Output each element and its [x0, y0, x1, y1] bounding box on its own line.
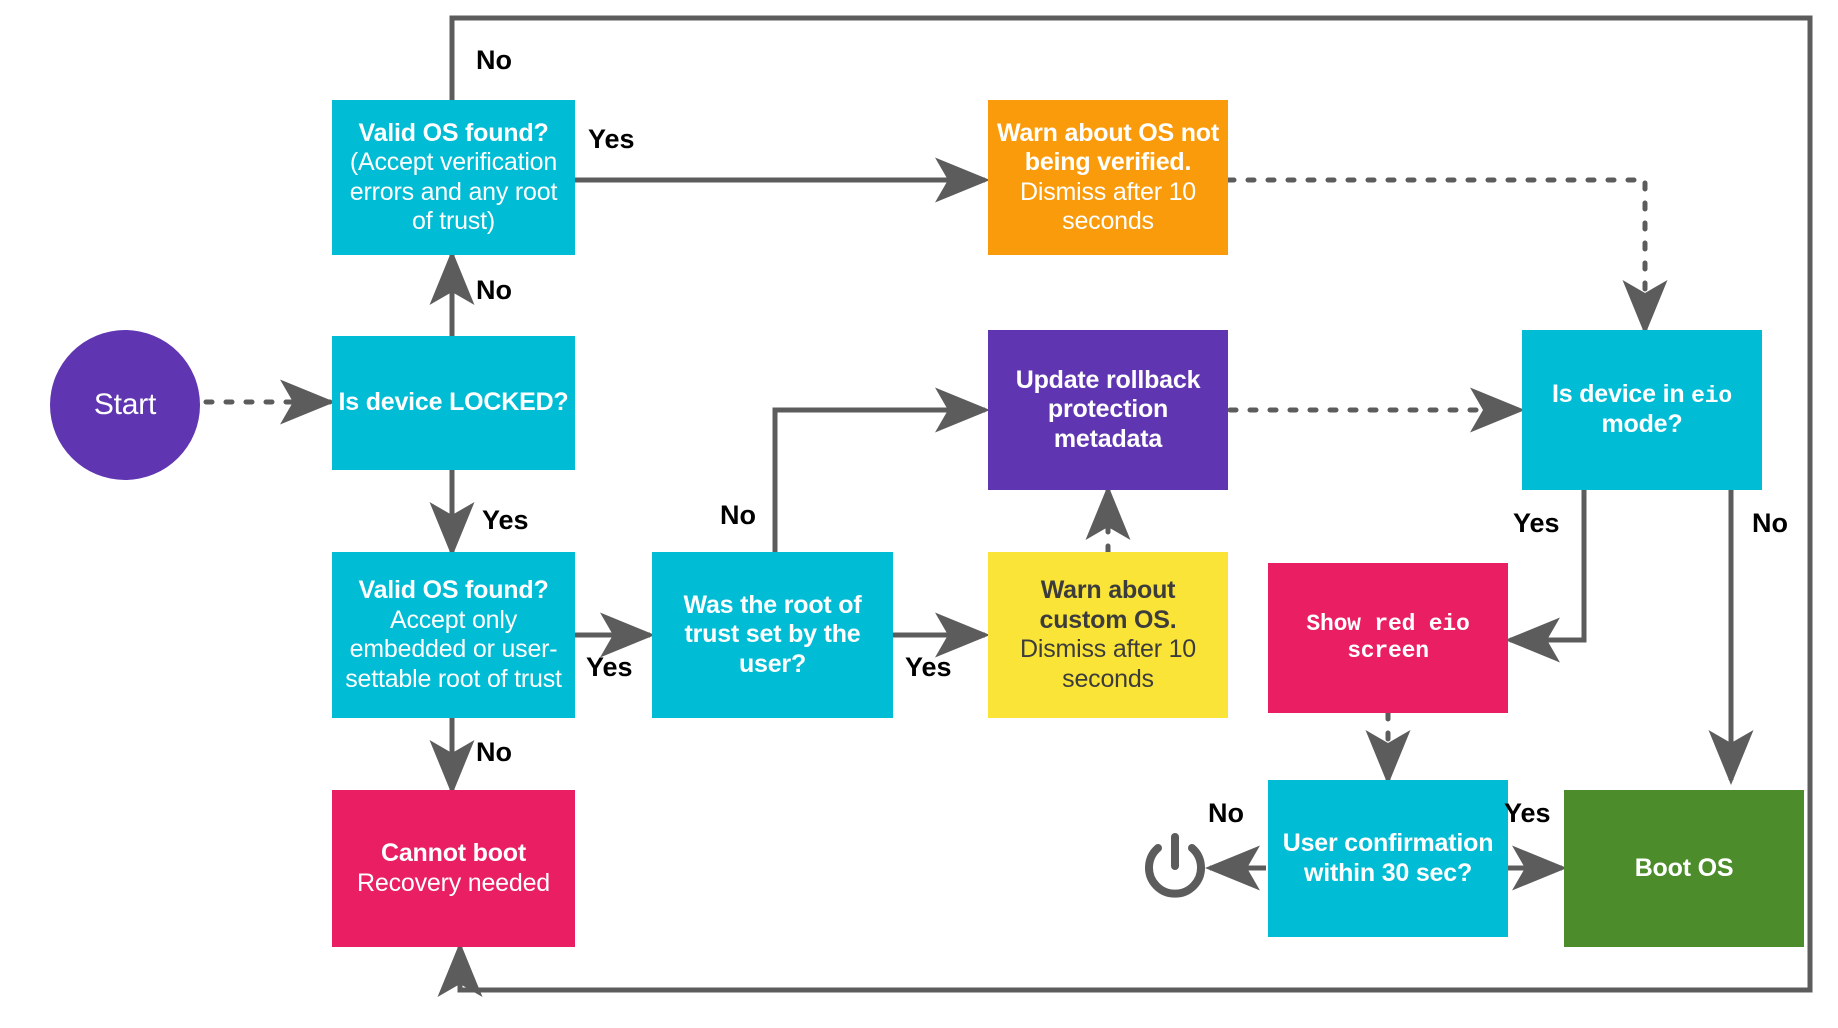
edge-label-validos-unlocked-yes: Yes: [588, 124, 635, 154]
node-boot-os-title: Boot OS: [1634, 853, 1734, 882]
node-warn-custom-os-title: Warn about custom OS.: [1039, 576, 1177, 634]
edge-label-user-confirm-yes: Yes: [1504, 798, 1551, 828]
node-valid-os-unlocked-title: Valid OS found?: [358, 118, 549, 147]
node-warn-custom-os-sub: Dismiss after 10 seconds: [1019, 635, 1196, 693]
node-is-device-eio-part-3: mode?: [1601, 410, 1683, 439]
node-root-of-trust-user[interactable]: Was the root of trust set by the user?: [652, 552, 893, 718]
edge-label-validos-unlocked-no: No: [476, 45, 512, 75]
node-update-rollback-title: Update rollback protection metadata: [1015, 365, 1201, 453]
edge-label-validos-locked-no: No: [476, 737, 512, 767]
node-update-rollback[interactable]: Update rollback protection metadata: [988, 330, 1228, 490]
node-warn-os-not-verified-sub: Dismiss after 10 seconds: [1019, 177, 1196, 236]
node-start[interactable]: Start: [50, 330, 200, 480]
node-cannot-boot-title: Cannot boot: [381, 839, 526, 867]
edge-label-rot-no: No: [720, 500, 756, 530]
node-warn-custom-os[interactable]: Warn about custom OS. Dismiss after 10 s…: [988, 552, 1228, 718]
node-is-device-eio[interactable]: Is device in eio mode?: [1522, 330, 1762, 490]
node-valid-os-unlocked-sub: (Accept verification errors and any root…: [349, 148, 558, 235]
node-valid-os-locked[interactable]: Valid OS found? Accept only embedded or …: [332, 552, 575, 718]
edge-label-user-confirm-no: No: [1208, 798, 1244, 828]
edge-label-validos-locked-yes: Yes: [586, 652, 633, 682]
node-warn-os-not-verified-title: Warn about OS not being verified.: [996, 118, 1220, 177]
node-root-of-trust-user-title: Was the root of trust set by the user?: [683, 590, 862, 678]
node-valid-os-locked-title: Valid OS found?: [358, 576, 549, 604]
node-is-device-eio-title: Is device in eio mode?: [1528, 380, 1756, 440]
node-valid-os-unlocked[interactable]: Valid OS found? (Accept verification err…: [332, 100, 575, 255]
edge-label-locked-no: No: [476, 275, 512, 305]
node-boot-os[interactable]: Boot OS: [1564, 790, 1804, 947]
node-cannot-boot[interactable]: Cannot boot Recovery needed: [332, 790, 575, 947]
node-start-title: Start: [93, 388, 157, 422]
node-warn-os-not-verified[interactable]: Warn about OS not being verified. Dismis…: [988, 100, 1228, 255]
edge-label-locked-yes: Yes: [482, 505, 529, 535]
edge-validos-unlocked-no-loop: [437, 15, 1813, 997]
node-is-device-locked-title: Is device LOCKED?: [338, 388, 569, 417]
node-user-confirmation[interactable]: User confirmation within 30 sec?: [1268, 780, 1508, 937]
node-cannot-boot-sub: Recovery needed: [357, 868, 550, 897]
node-show-red-eio[interactable]: Show red eio screen: [1268, 563, 1508, 713]
edge-eio-yes-to-show-red: [1505, 490, 1587, 663]
edge-rot-no-to-update-rollback: [772, 387, 990, 552]
node-show-red-eio-title: Show red eio screen: [1306, 610, 1470, 664]
power-off-icon: [1145, 833, 1205, 898]
node-valid-os-locked-sub: Accept only embedded or user-settable ro…: [345, 605, 562, 693]
node-user-confirmation-title: User confirmation within 30 sec?: [1282, 829, 1494, 887]
edge-warn-os-to-eio: [1225, 177, 1668, 335]
edge-label-eio-no: No: [1752, 508, 1788, 538]
node-is-device-eio-part-mono: eio: [1691, 383, 1732, 410]
edge-label-rot-yes: Yes: [905, 652, 952, 682]
edge-label-eio-yes: Yes: [1513, 508, 1560, 538]
node-is-device-locked[interactable]: Is device LOCKED?: [332, 336, 575, 470]
node-is-device-eio-part-1: Is device in: [1552, 380, 1692, 409]
